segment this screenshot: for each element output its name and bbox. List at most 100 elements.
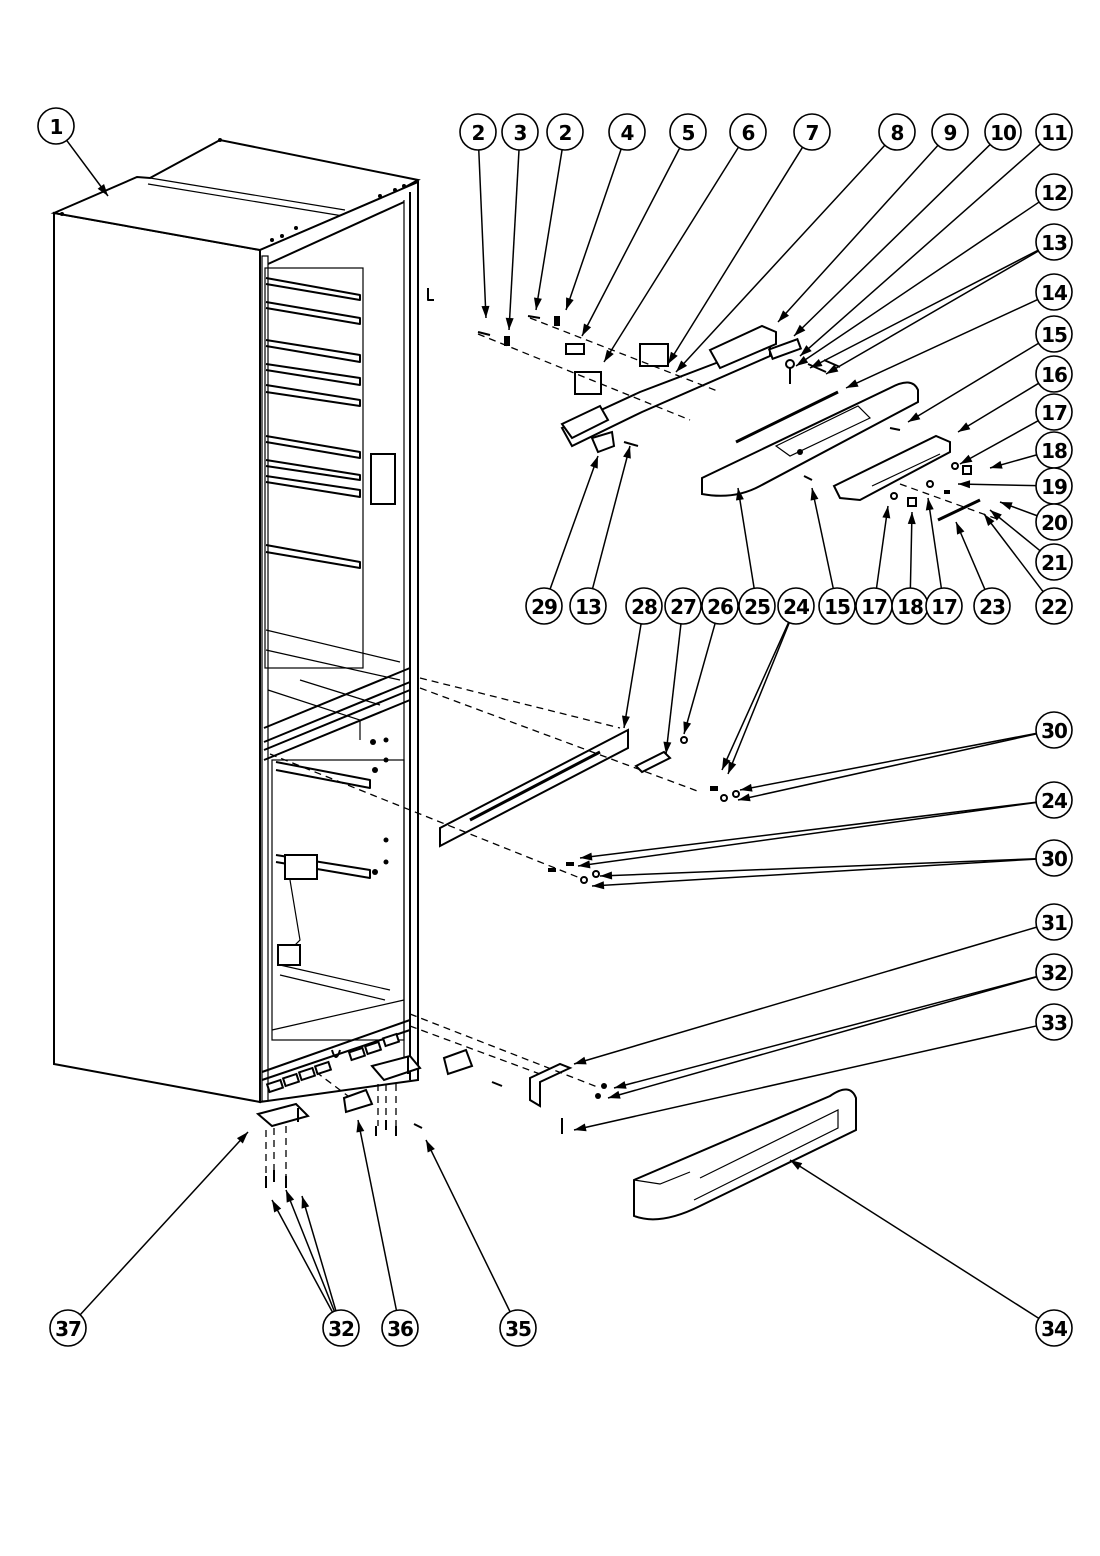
callout-label: 1 (50, 115, 63, 139)
callout-label: 15 (1041, 323, 1067, 347)
leader-line (665, 623, 682, 755)
callout-label: 27 (670, 595, 696, 619)
callout-label: 18 (897, 595, 923, 619)
leader-line (795, 201, 1040, 367)
callout-label: 13 (575, 595, 601, 619)
leader-line (909, 511, 913, 589)
arrowhead (566, 297, 574, 310)
callout-26: 26 (701, 587, 739, 625)
leader-line (983, 513, 1044, 593)
callout-label: 30 (1041, 719, 1067, 743)
arrowhead (578, 860, 591, 869)
arrowhead (683, 721, 692, 734)
arrowhead (796, 355, 809, 366)
callout-17: 17 (1035, 393, 1073, 431)
callout-circle (973, 587, 1011, 625)
callout-circle (381, 1309, 419, 1347)
callout-circle (525, 587, 563, 625)
callout-label: 18 (1041, 439, 1067, 463)
arrowhead (356, 1120, 365, 1133)
callout-label: 37 (55, 1317, 81, 1341)
leader-line (301, 1195, 337, 1311)
arrowhead (580, 852, 593, 861)
leader-line (79, 1131, 249, 1316)
arrowhead (1000, 502, 1013, 510)
leader-line (737, 733, 1037, 801)
callout-label: 17 (931, 595, 957, 619)
callout-label: 5 (682, 121, 695, 145)
callout-25: 25 (738, 587, 776, 625)
callout-label: 19 (1041, 475, 1067, 499)
callout-label: 22 (1041, 595, 1067, 619)
callout-19: 19 (1035, 467, 1073, 505)
callout-circle (818, 587, 856, 625)
middle-divider (263, 667, 411, 761)
leader-line (285, 1189, 336, 1312)
leader-line (875, 505, 889, 589)
callout-circle (701, 587, 739, 625)
arrowhead (623, 446, 631, 459)
callout-label: 24 (783, 595, 809, 619)
arrowhead (984, 514, 995, 526)
callout-circle (1035, 173, 1073, 211)
arrowhead (426, 1140, 435, 1153)
leader-line (777, 144, 939, 323)
leader-line (957, 483, 1037, 487)
leader-line (845, 298, 1038, 389)
leader-line (739, 732, 1037, 791)
callout-circle (1035, 903, 1073, 941)
callout-7: 7 (793, 113, 831, 151)
callout-4: 4 (608, 113, 646, 151)
callout-label: 12 (1041, 181, 1067, 205)
arrowhead (505, 317, 514, 330)
leader-lines (66, 140, 1044, 1319)
callout-label: 9 (944, 121, 957, 145)
callout-circle (1035, 113, 1073, 151)
callout-24: 24 (777, 587, 815, 625)
callout-label: 29 (531, 595, 557, 619)
callout-label: 21 (1041, 551, 1067, 575)
leader-line (675, 144, 886, 373)
callout-label: 28 (631, 595, 657, 619)
arrowhead (97, 183, 108, 196)
callout-label: 17 (1041, 401, 1067, 425)
arrowhead (668, 351, 678, 364)
callout-label: 33 (1041, 1011, 1067, 1035)
arrowhead (600, 871, 613, 880)
callout-circle (1035, 315, 1073, 353)
callout-label: 11 (1041, 121, 1067, 145)
arrowhead (958, 422, 971, 432)
arrowhead (236, 1132, 248, 1144)
callout-13: 13 (569, 587, 607, 625)
callout-9: 9 (931, 113, 969, 151)
leader-line (737, 487, 755, 589)
callout-circle (459, 113, 497, 151)
leader-line (623, 623, 642, 729)
callout-label: 15 (824, 595, 850, 619)
callout-circle (1035, 273, 1073, 311)
callout-34: 34 (1035, 1309, 1073, 1347)
leader-line (478, 149, 487, 319)
callout-label: 25 (744, 595, 770, 619)
arrowhead (582, 323, 592, 336)
leader-line (508, 149, 520, 331)
arrowhead (990, 510, 1002, 521)
callout-22: 22 (1035, 587, 1073, 625)
callout-11: 11 (1035, 113, 1073, 151)
callout-28: 28 (625, 587, 663, 625)
arrowhead (907, 512, 916, 525)
callout-circle (1035, 393, 1073, 431)
callout-2: 2 (459, 113, 497, 151)
callout-circle (1035, 355, 1073, 393)
callout-circle (501, 113, 539, 151)
callout-label: 23 (979, 595, 1005, 619)
leader-line (825, 250, 1039, 375)
leader-line (599, 857, 1037, 877)
arrowhead (735, 488, 744, 501)
leader-line (727, 622, 790, 775)
arrowhead (663, 741, 672, 754)
callout-6: 6 (729, 113, 767, 151)
leader-line (549, 455, 599, 590)
callout-circle (793, 113, 831, 151)
